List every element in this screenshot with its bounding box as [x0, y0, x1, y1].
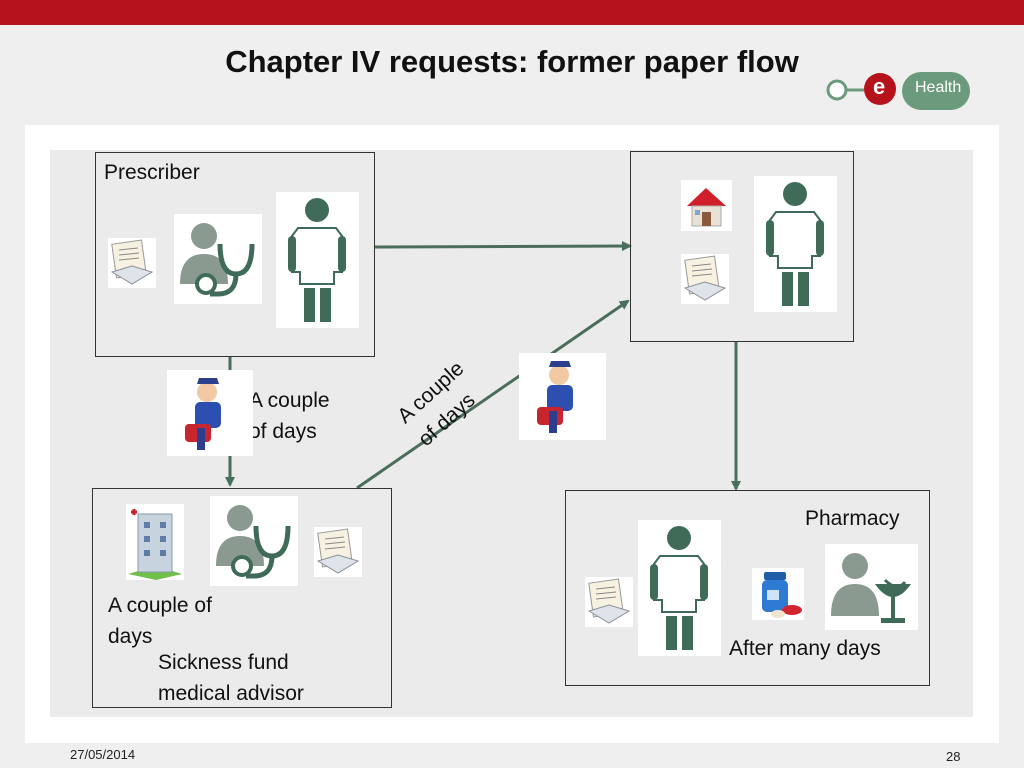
top-bar — [0, 0, 1024, 25]
doctor-icon — [210, 496, 298, 586]
patient-icon — [638, 520, 721, 656]
advisor-box — [92, 488, 392, 708]
advisor-label: Sickness fund medical advisor — [158, 651, 304, 705]
house-icon — [681, 180, 732, 231]
arrow-advisor-to-patient — [356, 299, 630, 490]
prescriber-label: Prescriber — [104, 161, 200, 184]
document-icon — [681, 254, 729, 304]
prescriber-advisor-time-label: A couple of days — [249, 389, 330, 443]
logo-letter: e — [873, 74, 886, 99]
patient-box — [630, 151, 854, 342]
slide-page-number: 28 — [946, 749, 961, 764]
pills-icon — [752, 568, 804, 620]
advisor-time-label: A couple of days — [108, 594, 212, 648]
pharmacy-label: Pharmacy — [805, 507, 900, 530]
document-icon — [108, 238, 156, 288]
slide-title: Chapter IV requests: former paper flow — [225, 44, 799, 79]
logo-text: Health — [915, 79, 962, 96]
slide-date: 27/05/2014 — [70, 747, 136, 762]
pharmacist-icon — [825, 544, 918, 630]
hospital-icon — [126, 504, 184, 580]
arrow-prescriber-to-patient — [374, 241, 632, 252]
pharmacy-box — [565, 490, 930, 686]
document-icon — [314, 527, 362, 577]
ehealth-logo: e Health — [826, 66, 972, 112]
document-icon — [585, 577, 633, 627]
patient-icon — [276, 192, 359, 328]
doctor-icon — [174, 214, 262, 304]
postman-icon — [519, 353, 606, 440]
prescriber-box — [95, 152, 375, 357]
pharmacy-time-label: After many days — [729, 637, 881, 660]
postman-icon — [167, 370, 253, 456]
patient-icon — [754, 176, 837, 312]
